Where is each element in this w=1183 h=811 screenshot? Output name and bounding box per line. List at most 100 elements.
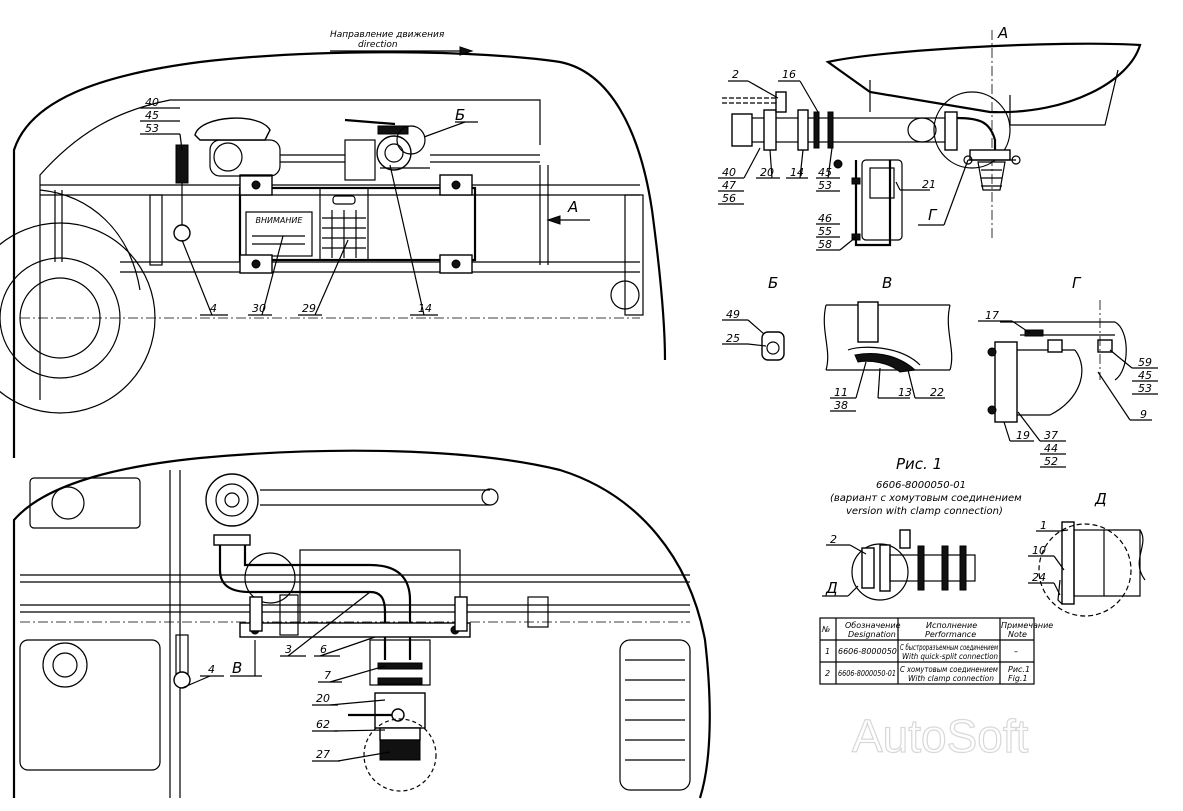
view-b-label-25: 25: [726, 332, 740, 345]
label-v-callout: В: [232, 659, 242, 677]
table-row-2-note-ru: Рис.1: [1008, 665, 1030, 674]
table-header-note-en: Note: [1008, 630, 1027, 639]
view-d-label-24: 24: [1032, 571, 1046, 584]
view-a-label-45: 45: [818, 166, 832, 179]
watermark: AutoSoft: [852, 710, 1029, 762]
table-row-2-note-en: Fig.1: [1008, 674, 1028, 683]
view-g-title: Г: [1072, 274, 1082, 292]
table-header-performance-ru: Исполнение: [926, 621, 977, 630]
flange-top: [205, 473, 259, 527]
view-v-label-11: 11: [834, 386, 848, 399]
view-a-label-2: 2: [732, 68, 739, 81]
view-d-label-10: 10: [1032, 544, 1046, 557]
table-row-2-n: 2: [825, 669, 830, 678]
main-side-view: ВНИМАНИЕ: [0, 30, 667, 458]
grille-panel: [319, 187, 369, 261]
view-b-title: Б: [768, 274, 778, 292]
variants-table: № Обозначение Designation Исполнение Per…: [819, 617, 1053, 685]
label-29: 29: [302, 302, 316, 315]
label-14: 14: [418, 302, 432, 315]
bottom-label-20: 20: [316, 692, 330, 705]
callout-circle-b: [396, 125, 426, 155]
bottom-label-7: 7: [324, 669, 331, 682]
label-4: 4: [210, 302, 217, 315]
view-b-label-49: 49: [726, 308, 740, 321]
view-g-label-17: 17: [985, 309, 999, 322]
view-a-label-56: 56: [722, 192, 736, 205]
direction-ru: Направление движения: [330, 30, 445, 40]
view-g-label-52: 52: [1044, 455, 1058, 468]
table-row-2-designation: 6606-8000050-01: [838, 669, 896, 678]
table-row-2-perf-ru: С хомутовым соединением: [900, 665, 998, 674]
view-g-label-53: 53: [1138, 382, 1152, 395]
view-a-label-40: 40: [722, 166, 736, 179]
view-g-label-59: 59: [1138, 356, 1152, 369]
bottom-plan-view: 4 В 3 6 7 20 62 27: [12, 449, 711, 799]
view-a-label-20: 20: [760, 166, 774, 179]
view-g-label-45: 45: [1138, 369, 1152, 382]
label-g-callout: Г: [928, 206, 938, 224]
label-40: 40: [145, 96, 159, 109]
view-a-arrow: А: [546, 198, 590, 225]
figure-1: Рис. 1 6606-8000050-01 (вариант с хомуто…: [822, 455, 1022, 601]
label-30: 30: [252, 302, 266, 315]
warning-plate: [245, 211, 313, 257]
view-g: Г 17 59 45 53 9 19 37 44 52: [978, 274, 1158, 468]
view-v-title: В: [882, 274, 892, 292]
valve-assembly: [376, 135, 412, 171]
table-row-1-perf-en: With quick-split connection: [902, 652, 998, 661]
view-v-label-22: 22: [930, 386, 944, 399]
view-g-label-37: 37: [1044, 429, 1058, 442]
bottom-label-3: 3: [285, 643, 292, 656]
main-leaders: 40 45 53 4 30 29 14 Б: [140, 96, 478, 316]
table-row-1-note: –: [1014, 647, 1018, 656]
fig1-title: Рис. 1: [896, 455, 942, 473]
table-header-n: №: [821, 625, 830, 634]
view-a-label-55: 55: [818, 225, 832, 238]
view-v-label-38: 38: [834, 399, 848, 412]
label-45: 45: [145, 109, 159, 122]
view-a-label-14: 14: [790, 166, 804, 179]
bottom-label-6: 6: [320, 643, 327, 656]
bottom-label-4: 4: [208, 663, 215, 676]
label-b-callout: Б: [455, 106, 465, 124]
view-g-label-19: 19: [1016, 429, 1030, 442]
view-g-label-44: 44: [1044, 442, 1058, 455]
view-v: В 11 38 13 22: [823, 274, 953, 412]
fig1-code: 6606-8000050-01: [876, 480, 966, 491]
view-a-label-47: 47: [722, 179, 736, 192]
fig1-subtitle-ru: (вариант с хомутовым соединением: [830, 493, 1022, 504]
view-a-title: А: [997, 24, 1008, 42]
view-a-label-46: 46: [818, 212, 832, 225]
view-d: Д 1 10 24: [1028, 490, 1146, 617]
table-row-1-perf-ru: С быстроразъемным соединением: [900, 643, 998, 652]
bottom-label-27: 27: [316, 748, 330, 761]
view-a-label-21: 21: [922, 178, 936, 191]
table-row-1-n: 1: [825, 647, 830, 656]
view-d-label-1: 1: [1040, 519, 1047, 532]
table-row-1-designation: 6606-8000050: [838, 647, 897, 656]
view-a-label-58: 58: [818, 238, 832, 251]
view-a-leaders: 2 16 40 47 56 20 14 45 53 21: [718, 68, 969, 251]
table-header-performance-en: Performance: [925, 630, 976, 639]
direction-indicator: Направление движения direction: [330, 30, 474, 56]
bottom-label-62: 62: [316, 718, 330, 731]
label-53: 53: [145, 122, 159, 135]
warning-sign-text: ВНИМАНИЕ: [256, 216, 304, 225]
bottom-leaders: 4 В 3 6 7 20 62 27: [181, 591, 391, 762]
view-a-arrow-letter: А: [567, 198, 578, 216]
view-d-title: Д: [1094, 490, 1107, 508]
label-d-callout: Д: [825, 579, 838, 597]
table-header-note-ru: Примечание: [1001, 621, 1053, 630]
view-a-label-16: 16: [782, 68, 796, 81]
table-row-2-perf-en: With clamp connection: [908, 674, 994, 683]
view-b: Б 49 25: [722, 274, 785, 361]
table-header-designation-en: Designation: [848, 630, 896, 639]
fig1-subtitle-en: version with clamp connection): [846, 506, 1003, 517]
fig1-label-2: 2: [830, 533, 837, 546]
table-header-designation-ru: Обозначение: [845, 621, 901, 630]
view-a: А: [718, 24, 1142, 251]
view-a-label-53: 53: [818, 179, 832, 192]
view-g-label-9: 9: [1140, 408, 1147, 421]
